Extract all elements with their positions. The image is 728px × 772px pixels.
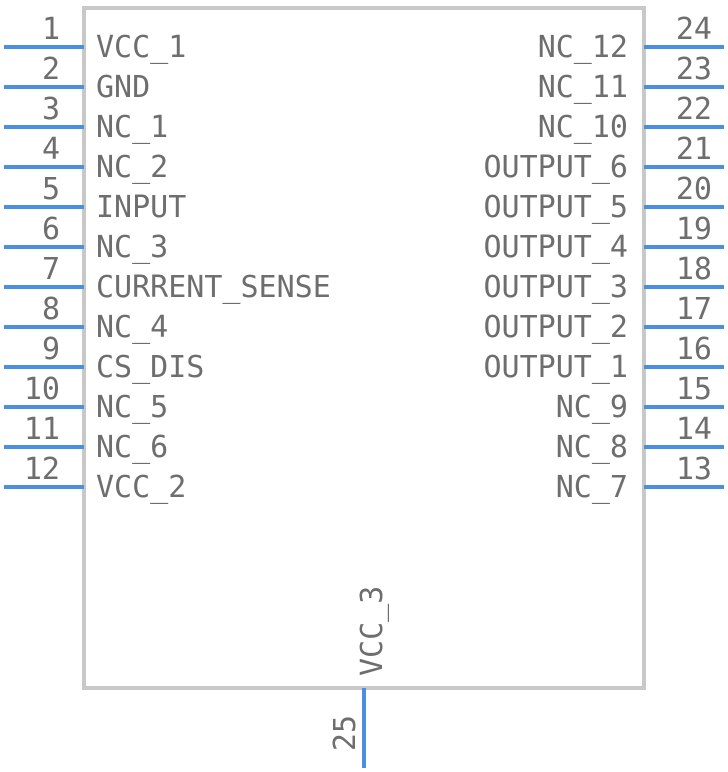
pin-label-8: NC_4 [96,310,168,345]
pin-label-20: OUTPUT_5 [484,190,629,225]
pin-label-3: NC_1 [96,110,168,145]
pin-label-12: VCC_2 [96,470,186,505]
pin-label-15: NC_9 [556,390,628,425]
pin-number-23: 23 [676,52,712,87]
pin-number-24: 24 [676,12,712,47]
pin-label-16: OUTPUT_1 [484,350,629,385]
pin-number-10: 10 [24,372,60,407]
pin-number-21: 21 [676,132,712,167]
pin-number-16: 16 [676,332,712,367]
pin-number-18: 18 [676,252,712,287]
pin-label-23: NC_11 [538,70,628,105]
pin-label-1: VCC_1 [96,30,186,65]
pin-number-14: 14 [676,412,712,447]
pin-label-2: GND [96,70,150,105]
pin-number-3: 3 [42,92,60,127]
pin-number-19: 19 [676,212,712,247]
pin-label-14: NC_8 [556,430,628,465]
pin-label-18: OUTPUT_3 [484,270,629,305]
pin-number-1: 1 [42,12,60,47]
pin-label-5: INPUT [96,190,186,225]
pin-label-10: NC_5 [96,390,168,425]
pin-number-13: 13 [676,452,712,487]
pin-number-8: 8 [42,292,60,327]
pin-number-12: 12 [24,452,60,487]
pin-number-15: 15 [676,372,712,407]
pin-number-9: 9 [42,332,60,367]
pin-number-22: 22 [676,92,712,127]
pin-number-4: 4 [42,132,60,167]
pin-number-7: 7 [42,252,60,287]
pin-label-25: VCC_3 [355,586,390,676]
pin-label-24: NC_12 [538,30,628,65]
pin-label-7: CURRENT_SENSE [96,270,331,305]
pin-number-2: 2 [42,52,60,87]
pin-label-22: NC_10 [538,110,628,145]
pin-label-6: NC_3 [96,230,168,265]
pin-label-21: OUTPUT_6 [484,150,629,185]
pin-number-5: 5 [42,172,60,207]
pin-number-6: 6 [42,212,60,247]
pin-label-9: CS_DIS [96,350,204,385]
pin-number-25: 25 [328,715,363,751]
pin-label-19: OUTPUT_4 [484,230,629,265]
pin-label-11: NC_6 [96,430,168,465]
pin-number-20: 20 [676,172,712,207]
pin-number-17: 17 [676,292,712,327]
component-body [82,6,646,690]
pin-label-13: NC_7 [556,470,628,505]
pin-label-4: NC_2 [96,150,168,185]
pin-label-17: OUTPUT_2 [484,310,629,345]
pin-number-11: 11 [24,412,60,447]
